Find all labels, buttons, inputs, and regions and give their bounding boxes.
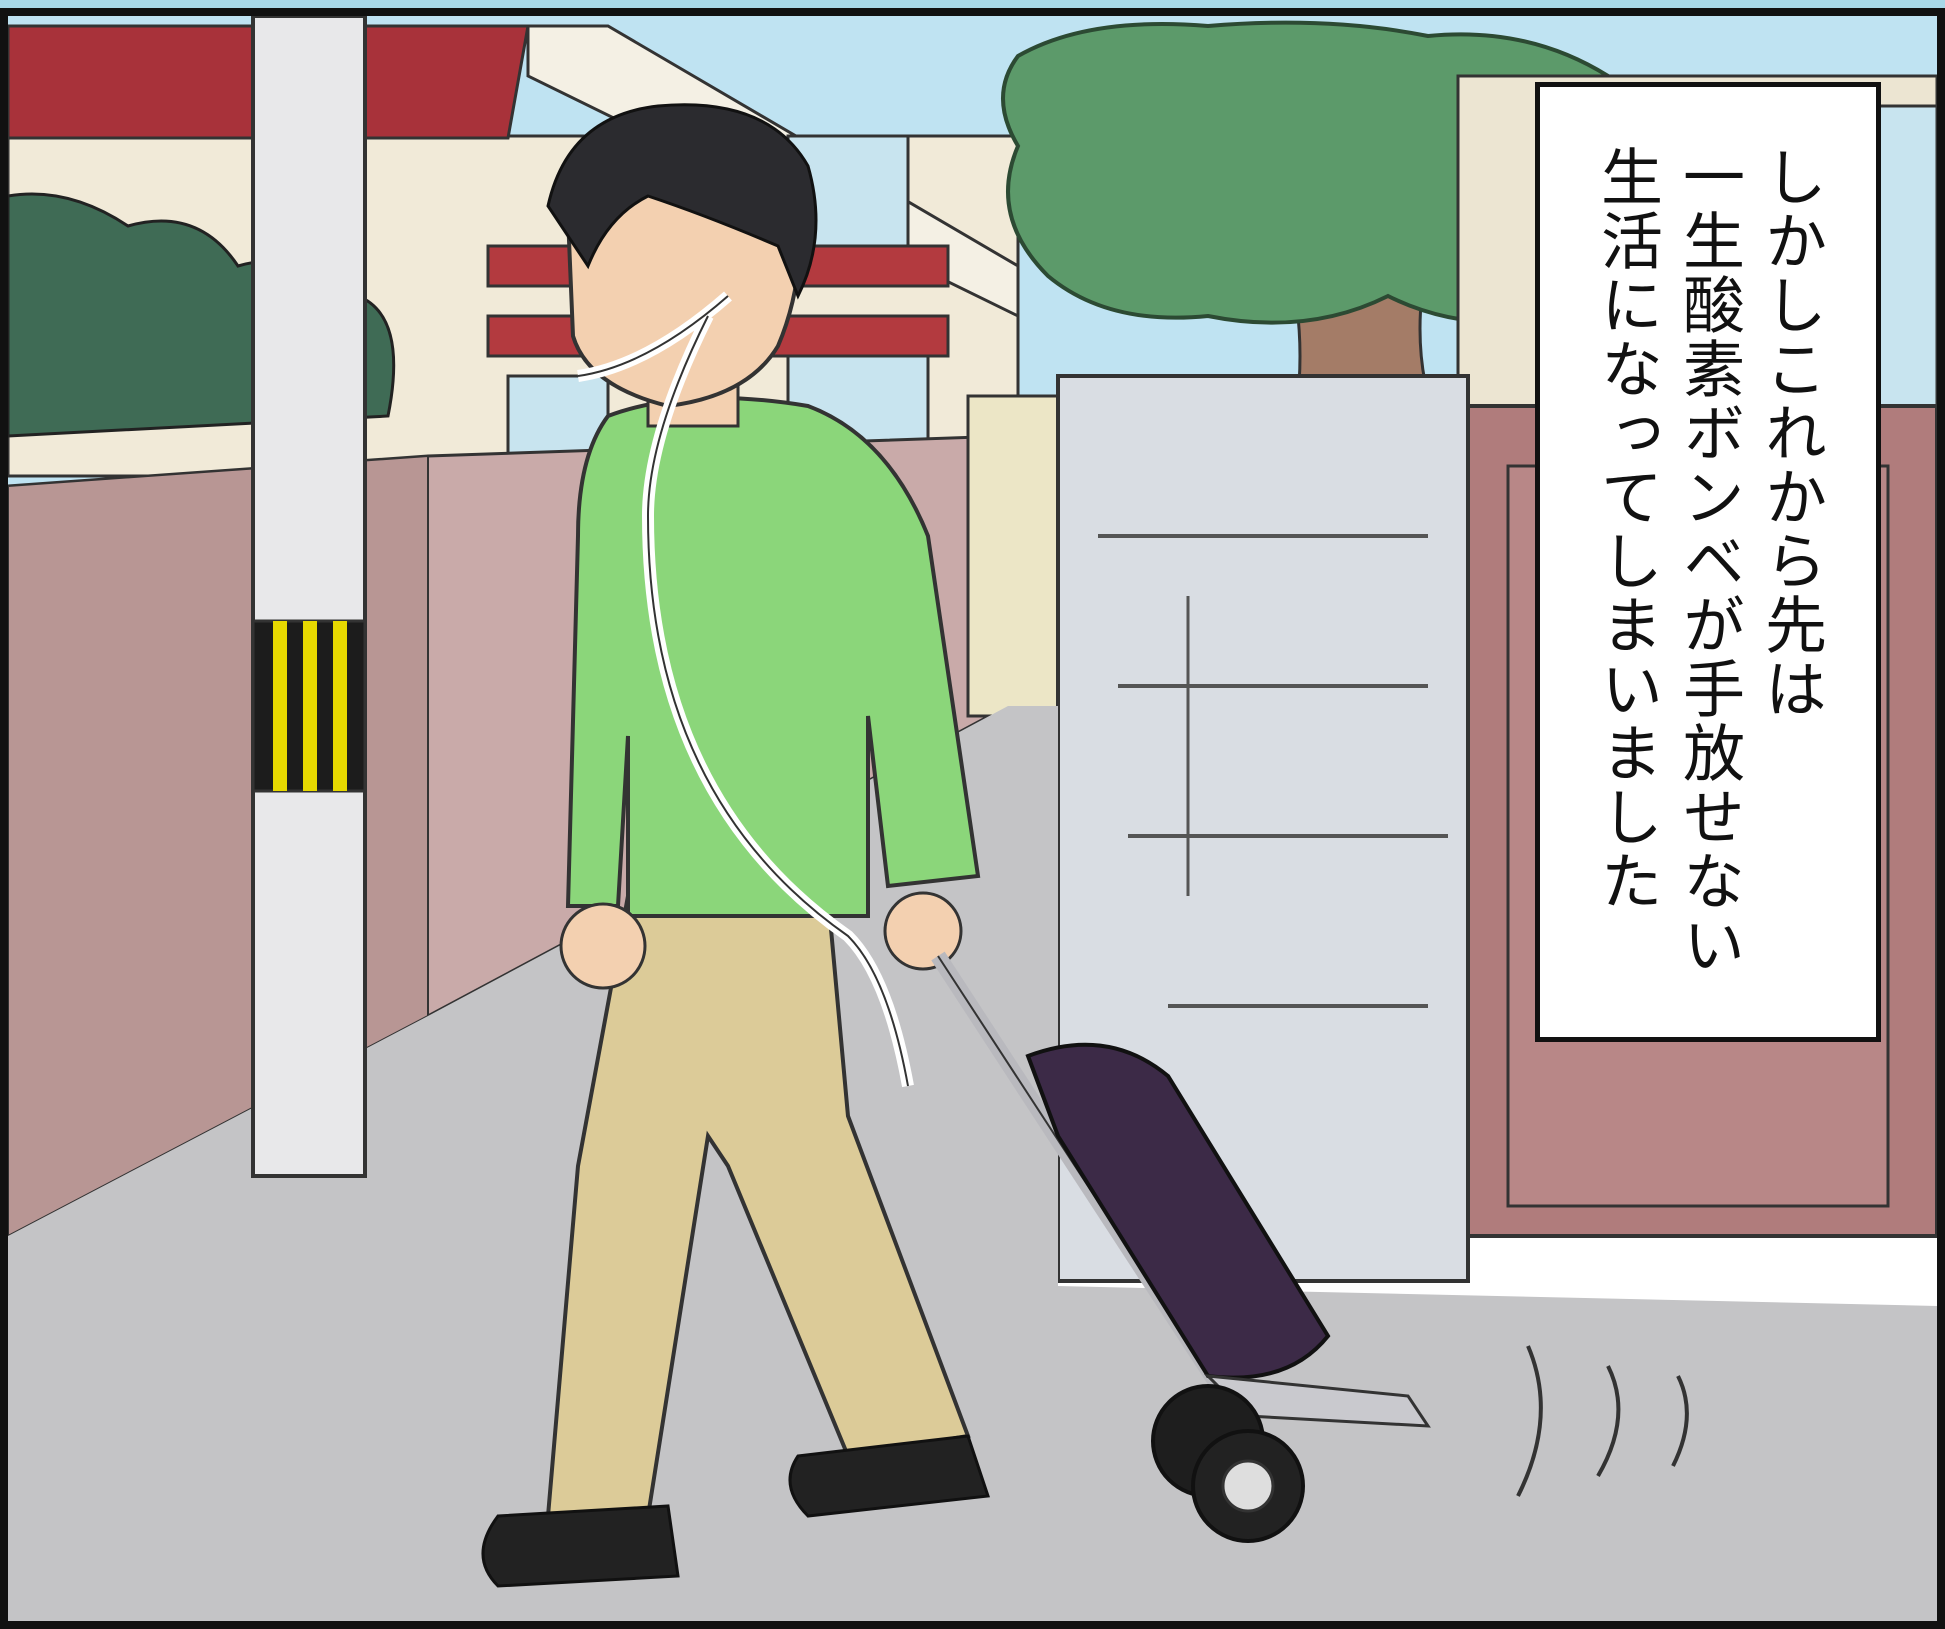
caption-line-3: 生活になってしまいました	[1590, 145, 1663, 913]
man-walking	[481, 103, 991, 1588]
oxygen-cart	[931, 951, 1689, 1543]
comic-panel: しかしこれから先は 一生酸素ボンベが手放せない 生活になってしまいました	[0, 8, 1945, 1629]
caption-line-1: しかしこれから先は	[1754, 145, 1827, 721]
caption-line-2: 一生酸素ボンベが手放せない	[1672, 145, 1745, 977]
utility-pole	[251, 16, 367, 1178]
caption-box: しかしこれから先は 一生酸素ボンベが手放せない 生活になってしまいました	[1535, 82, 1881, 1042]
scene-illustration	[8, 16, 1937, 1621]
